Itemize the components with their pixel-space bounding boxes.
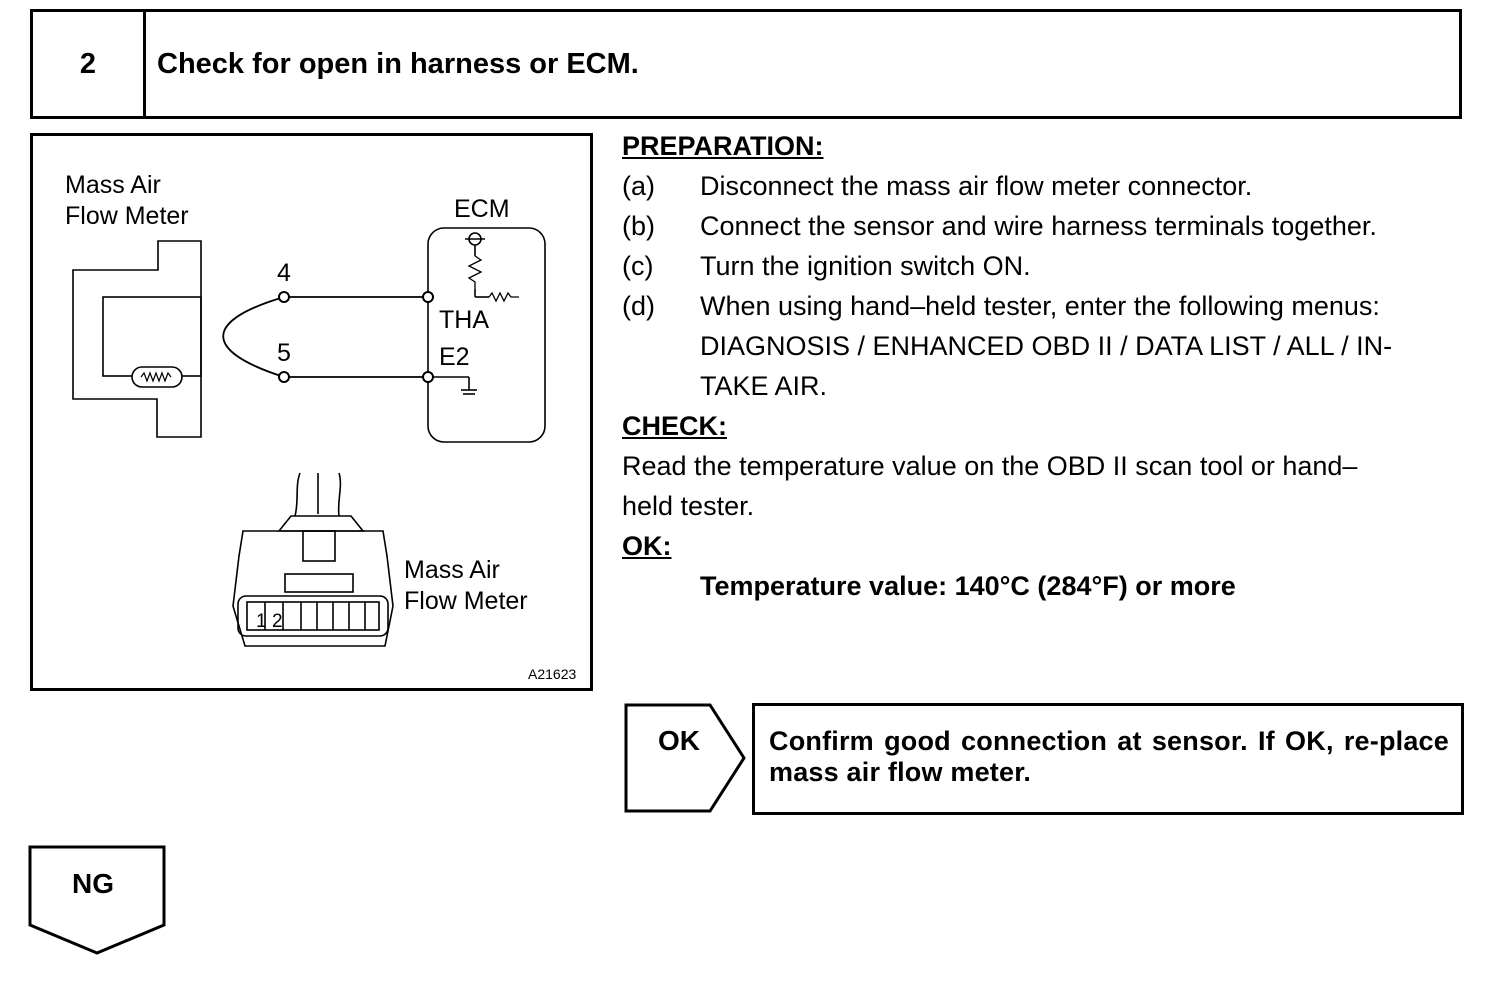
maf-sensor-symbol [72, 240, 202, 438]
prep-step-d-line1: When using hand–held tester, enter the f… [700, 291, 1380, 321]
step-number: 2 [33, 12, 146, 116]
preparation-heading: PREPARATION: [622, 131, 824, 161]
harness-wires [222, 296, 428, 378]
ok-result-label: OK [658, 725, 700, 756]
prep-step-b-label: (b) [622, 211, 655, 241]
pin-1-label: 1 [256, 611, 267, 632]
check-text-line2: held tester. [622, 491, 755, 521]
ng-result-label: NG [72, 868, 114, 899]
sensor-label-line2: Flow Meter [65, 202, 189, 230]
tha-terminal-label: THA [439, 306, 489, 334]
connector-drawing [232, 472, 394, 647]
ok-arrow-icon [624, 703, 746, 813]
ecm-label: ECM [454, 195, 510, 223]
terminal-4-label: 4 [277, 259, 291, 287]
ok-spec: Temperature value: 140°C (284°F) or more [700, 571, 1236, 601]
prep-step-a-label: (a) [622, 171, 655, 201]
ng-arrow-icon [28, 845, 166, 955]
wiring-diagram: Mass Air Flow Meter ECM [65, 171, 576, 682]
pin-2-label: 2 [272, 611, 283, 632]
terminal-points [278, 291, 434, 383]
ok-action-box: Confirm good connection at sensor. If OK… [752, 703, 1464, 815]
prep-step-b-text: Connect the sensor and wire harness term… [700, 211, 1377, 241]
prep-step-d-line3: TAKE AIR. [700, 371, 828, 401]
sensor-label-line1: Mass Air [65, 171, 161, 199]
step-header: 2 Check for open in harness or ECM. [30, 9, 1462, 119]
terminal-5-label: 5 [277, 339, 291, 367]
ok-heading: OK: [622, 531, 672, 561]
prep-step-d-label: (d) [622, 291, 655, 321]
prep-step-c-label: (c) [622, 251, 654, 281]
check-heading: CHECK: [622, 411, 727, 441]
ok-action-text: Confirm good connection at sensor. If OK… [769, 726, 1449, 787]
figure-code: A21623 [528, 666, 576, 682]
check-text-line1: Read the temperature value on the OBD II… [622, 451, 1358, 481]
ecm-symbol [427, 227, 546, 443]
wiring-diagram-figure: Mass Air Flow Meter ECM [30, 133, 593, 691]
connector-label-line1: Mass Air [404, 556, 500, 584]
prep-step-c-text: Turn the ignition switch ON. [700, 251, 1031, 281]
prep-step-d-line2: DIAGNOSIS / ENHANCED OBD II / DATA LIST … [700, 331, 1393, 361]
prep-step-a-text: Disconnect the mass air flow meter conne… [700, 171, 1253, 201]
connector-label-line2: Flow Meter [404, 587, 528, 615]
step-title: Check for open in harness or ECM. [157, 47, 639, 80]
e2-terminal-label: E2 [439, 343, 470, 371]
